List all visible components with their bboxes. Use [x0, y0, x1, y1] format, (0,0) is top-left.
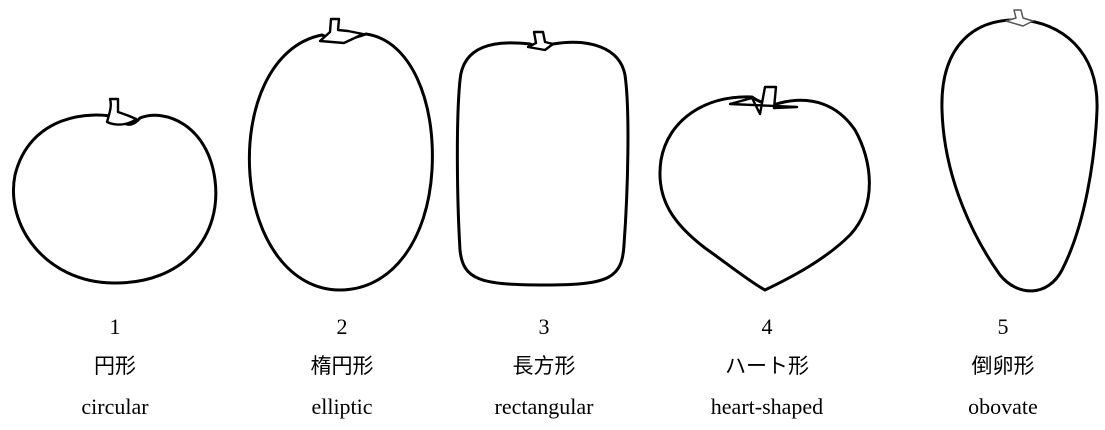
caption-obovate: 5 倒卵形 obovate: [903, 308, 1103, 426]
obovate-fruit-outline: [942, 10, 1097, 291]
fruit-shapes-illustration: [0, 0, 1105, 300]
shape-name-english: obovate: [903, 386, 1103, 426]
rectangular-fruit-outline: [457, 32, 628, 285]
heart-shaped-fruit-outline: [660, 87, 869, 290]
shape-name-japanese: 円形: [15, 346, 215, 386]
shape-name-english: circular: [15, 386, 215, 426]
caption-rectangular: 3 長方形 rectangular: [444, 308, 644, 426]
circular-fruit-outline: [13, 99, 215, 283]
shape-number: 4: [667, 308, 867, 346]
caption-elliptic: 2 楕円形 elliptic: [242, 308, 442, 426]
shape-name-japanese: 長方形: [444, 346, 644, 386]
shape-number: 1: [15, 308, 215, 346]
caption-circular: 1 円形 circular: [15, 308, 215, 426]
elliptic-fruit-outline: [249, 19, 432, 290]
shape-name-japanese: 倒卵形: [903, 346, 1103, 386]
shape-number: 5: [903, 308, 1103, 346]
shape-name-english: elliptic: [242, 386, 442, 426]
caption-heart-shaped: 4 ハート形 heart-shaped: [667, 308, 867, 426]
shape-number: 2: [242, 308, 442, 346]
shape-name-japanese: 楕円形: [242, 346, 442, 386]
shape-number: 3: [444, 308, 644, 346]
shape-name-japanese: ハート形: [667, 346, 867, 386]
shape-name-english: rectangular: [444, 386, 644, 426]
shape-name-english: heart-shaped: [667, 386, 867, 426]
